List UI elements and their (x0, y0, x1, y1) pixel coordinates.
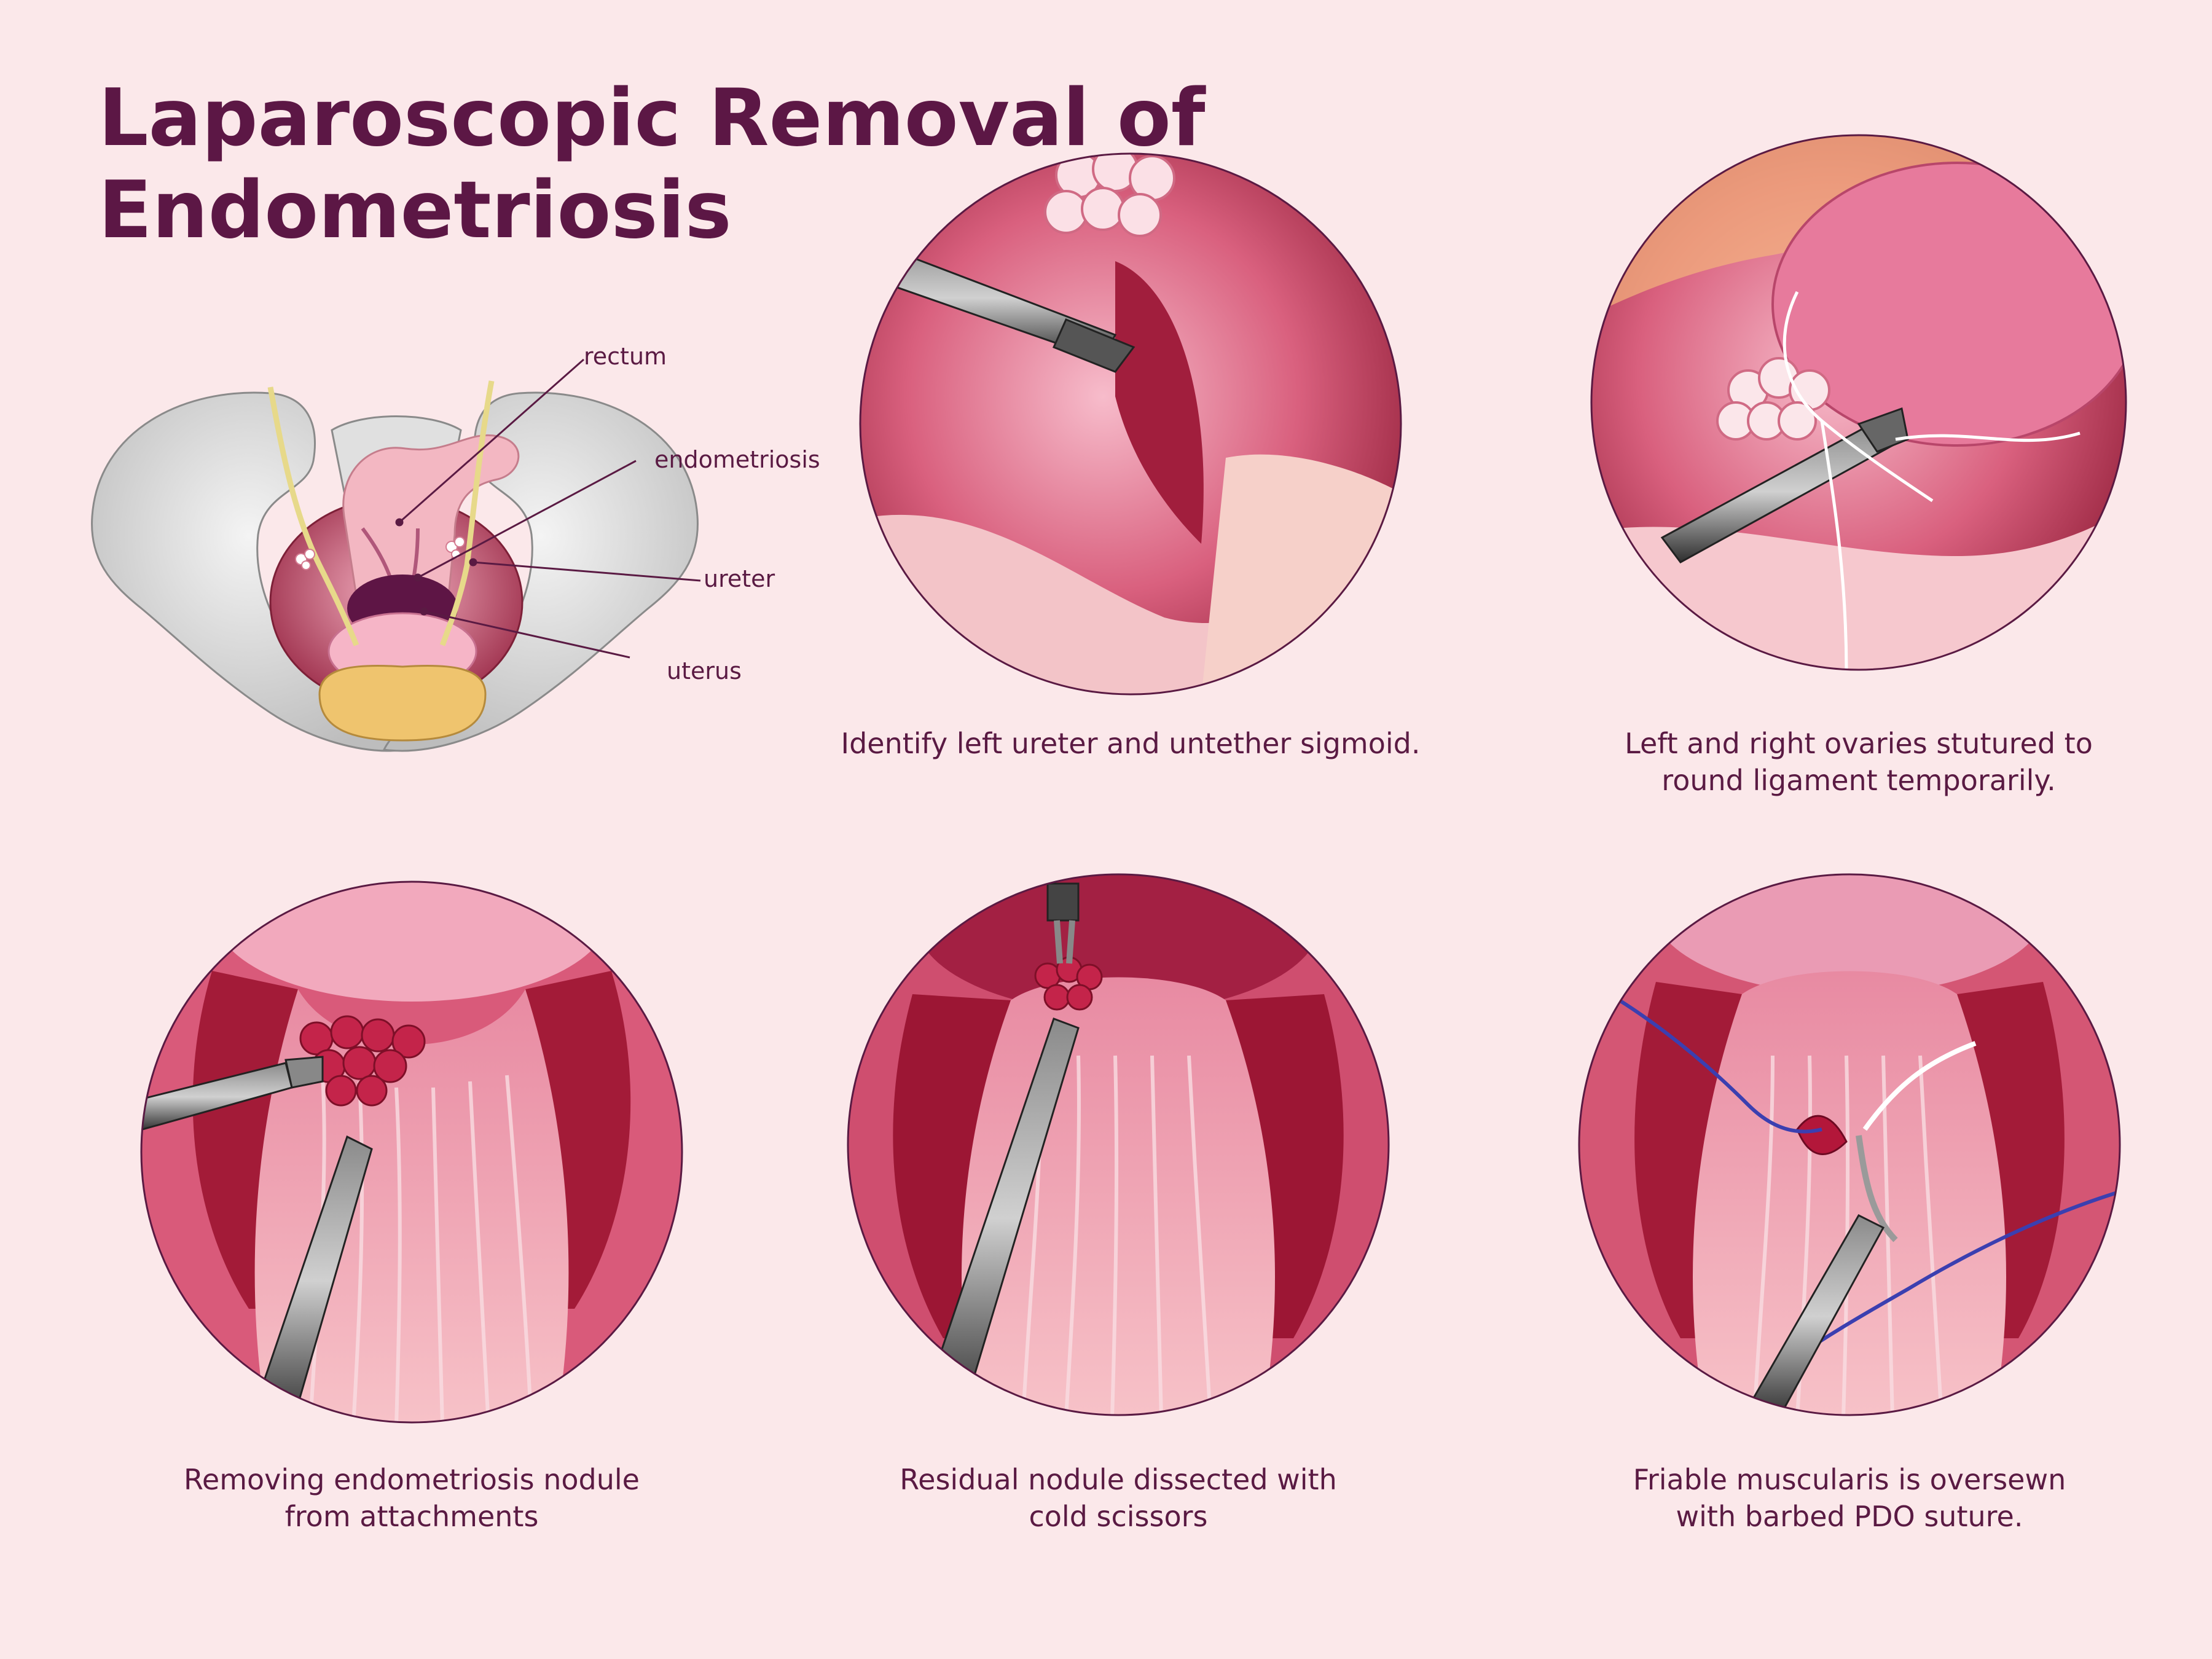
pelvis-illustration (91, 358, 701, 752)
leader-uterus (423, 610, 630, 659)
panel-2-caption: Left and right ovaries stutured to round… (1551, 725, 2166, 799)
panel-2-caption-line-1: Left and right ovaries stutured to (1625, 727, 2093, 760)
endometriosis-spots (295, 536, 465, 570)
leader-ureter (473, 561, 701, 582)
panel-5-caption-line-2: with barbed PDO suture. (1676, 1500, 2023, 1533)
pelvis-anatomy-diagram: rectum endometriosis ureter uterus (74, 332, 820, 786)
panel-5-caption-line-1: Friable muscularis is oversewn (1633, 1463, 2066, 1496)
panel-3-caption: Removing endometriosis nodule from attac… (104, 1461, 719, 1535)
page-title: Laparoscopic Removal of Endometriosis (98, 73, 1206, 257)
panel-1-illustration (859, 152, 1402, 696)
panel-4-caption: Residual nodule dissected with cold scis… (811, 1461, 1426, 1535)
panel-5-caption: Friable muscularis is oversewn with barb… (1542, 1461, 2157, 1535)
panel-4-caption-line-2: cold scissors (1029, 1500, 1208, 1533)
panel-5-illustration (1578, 873, 2121, 1416)
panel-2-illustration (1590, 134, 2127, 671)
label-rectum: rectum (584, 343, 667, 370)
leader-rectum (399, 358, 584, 524)
panel-4-caption-line-1: Residual nodule dissected with (900, 1463, 1337, 1496)
panel-2-caption-line-2: round ligament temporarily. (1661, 764, 2056, 797)
barbed-suture-lower (1778, 1189, 2120, 1371)
title-line-1: Laparoscopic Removal of (98, 73, 1206, 164)
panel-3-caption-line-1: Removing endometriosis nodule (184, 1463, 640, 1496)
title-line-2: Endometriosis (98, 165, 732, 256)
panel-1-caption: Identify left ureter and untether sigmoi… (823, 725, 1438, 762)
panel-3-illustration (140, 880, 683, 1424)
ureter-left (267, 386, 359, 646)
label-ureter: ureter (704, 565, 775, 592)
label-uterus: uterus (667, 657, 742, 684)
panel-4-illustration (847, 873, 1390, 1416)
label-endometriosis: endometriosis (654, 446, 820, 473)
barbed-suture-upper (1579, 974, 1822, 1134)
ureter-right (439, 380, 495, 646)
leader-endometriosis (417, 460, 637, 579)
panel-1-caption-line-1: Identify left ureter and untether sigmoi… (841, 727, 1421, 760)
bladder-shape (318, 664, 487, 742)
panel-3-caption-line-2: from attachments (284, 1500, 539, 1533)
